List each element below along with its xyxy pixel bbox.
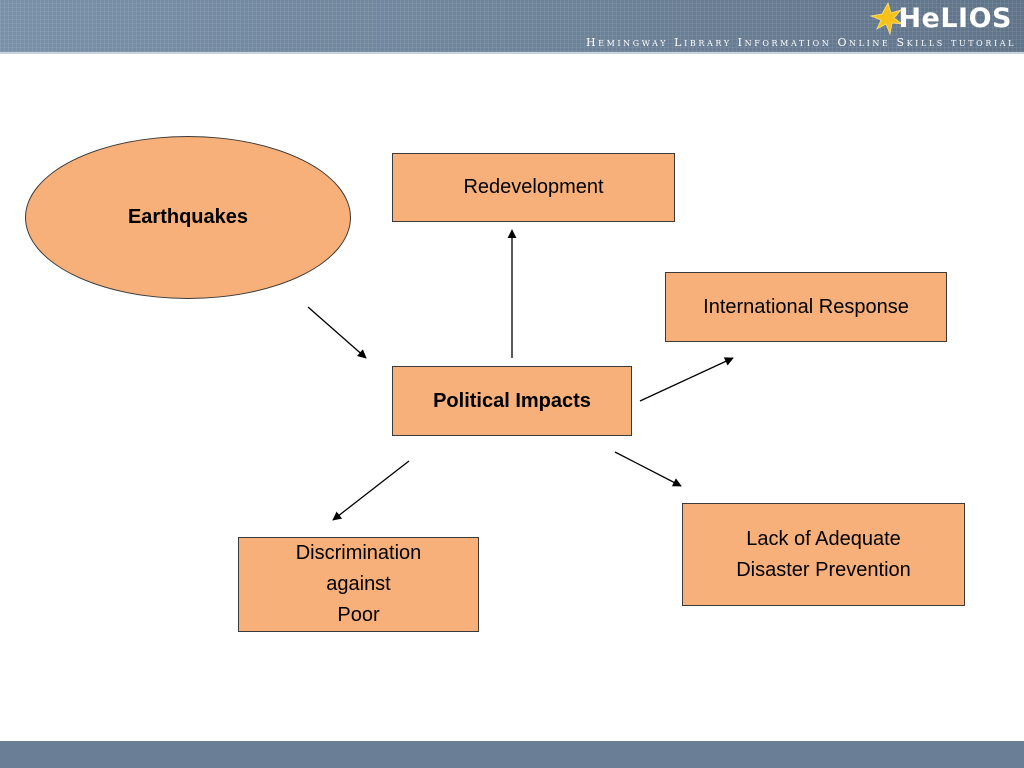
header-banner: HeLIOS Hemingway Library Information Onl… <box>0 0 1024 52</box>
arrow-political-impacts-to-lack-prevention <box>614 451 682 487</box>
node-political-impacts-label: Political Impacts <box>433 389 591 412</box>
star-burst-icon <box>869 2 904 36</box>
node-earthquakes: Earthquakes <box>25 136 351 299</box>
arrow-political-impacts-to-discrimination <box>332 460 410 521</box>
arrow-political-impacts-to-international-response <box>639 357 734 402</box>
node-international-response-label: International Response <box>703 295 909 318</box>
node-earthquakes-label: Earthquakes <box>127 206 249 228</box>
arrow-earthquakes-to-political-impacts <box>307 306 367 359</box>
header-divider <box>0 52 1024 54</box>
node-discrimination-label: Discrimination against Poor <box>295 542 422 626</box>
node-redevelopment: Redevelopment <box>392 153 675 222</box>
node-international-response: International Response <box>665 272 947 342</box>
node-lack-prevention-label: Lack of Adequate Disaster Prevention <box>736 527 911 581</box>
tagline: Hemingway Library Information Online Ski… <box>585 36 1016 49</box>
helios-logo: HeLIOS <box>868 2 1012 36</box>
node-lack-prevention: Lack of Adequate Disaster Prevention <box>682 503 965 606</box>
node-discrimination: Discrimination against Poor <box>238 537 479 632</box>
node-political-impacts: Political Impacts <box>392 366 632 436</box>
node-redevelopment-label: Redevelopment <box>463 176 604 198</box>
footer-bar <box>0 741 1024 768</box>
logo-text: HeLIOS <box>898 3 1012 34</box>
